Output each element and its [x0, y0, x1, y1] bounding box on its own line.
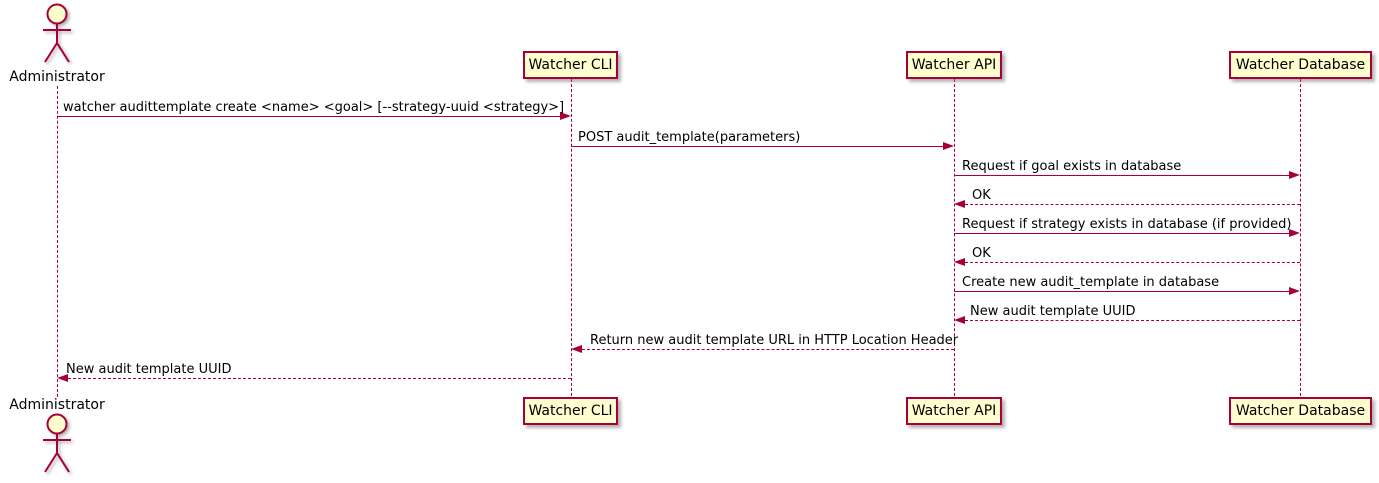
arrowhead-left-icon [571, 345, 582, 353]
message-arrow-line [954, 291, 1290, 292]
arrowhead-right-icon [1289, 171, 1300, 179]
message-return-line [582, 349, 954, 350]
message-return-line [965, 320, 1300, 321]
actor-figure-icon [35, 3, 79, 71]
message-label: Request if goal exists in database [962, 159, 1182, 174]
lifeline-watcher-cli [571, 79, 572, 396]
lifeline-watcher-database [1300, 79, 1301, 396]
message-return-line [965, 204, 1300, 205]
actor-figure-icon [35, 413, 79, 481]
participant-label: Watcher API [911, 57, 997, 73]
participant-watcher-cli-bottom: Watcher CLI [523, 397, 618, 425]
message-return-line [68, 378, 571, 379]
participant-label: Watcher API [911, 403, 997, 419]
participant-watcher-cli-top: Watcher CLI [523, 51, 618, 79]
actor-label-bottom: Administrator [9, 397, 105, 413]
arrowhead-right-icon [1289, 287, 1300, 295]
participant-label: Watcher CLI [528, 57, 613, 73]
message-label: Create new audit_template in database [962, 275, 1220, 290]
message-arrow-line [954, 175, 1290, 176]
arrowhead-right-icon [560, 112, 571, 120]
message-label: Request if strategy exists in database (… [962, 217, 1292, 232]
message-arrow-line [571, 146, 944, 147]
actor-label-top: Administrator [9, 69, 105, 85]
participant-watcher-database-top: Watcher Database [1229, 51, 1372, 79]
arrowhead-left-icon [954, 316, 965, 324]
message-label: Return new audit template URL in HTTP Lo… [590, 333, 959, 348]
participant-label: Watcher CLI [528, 403, 613, 419]
message-label: OK [972, 246, 991, 261]
participant-watcher-api-top: Watcher API [906, 51, 1002, 79]
message-label: watcher audittemplate create <name> <goa… [63, 100, 565, 115]
message-label: POST audit_template(parameters) [578, 130, 801, 145]
message-arrow-line [57, 116, 561, 117]
lifeline-watcher-api [954, 79, 955, 396]
participant-label: Watcher Database [1235, 57, 1366, 73]
arrowhead-left-icon [954, 200, 965, 208]
participant-label: Watcher Database [1235, 403, 1366, 419]
lifeline-administrator [57, 86, 58, 397]
participant-watcher-database-bottom: Watcher Database [1229, 397, 1372, 425]
message-return-line [965, 262, 1300, 263]
arrowhead-left-icon [954, 258, 965, 266]
message-label: New audit template UUID [970, 304, 1136, 319]
arrowhead-right-icon [1289, 229, 1300, 237]
arrowhead-right-icon [943, 142, 954, 150]
message-label: New audit template UUID [66, 362, 232, 377]
message-label: OK [972, 188, 991, 203]
participant-watcher-api-bottom: Watcher API [906, 397, 1002, 425]
arrowhead-left-icon [57, 374, 68, 382]
message-arrow-line [954, 233, 1290, 234]
